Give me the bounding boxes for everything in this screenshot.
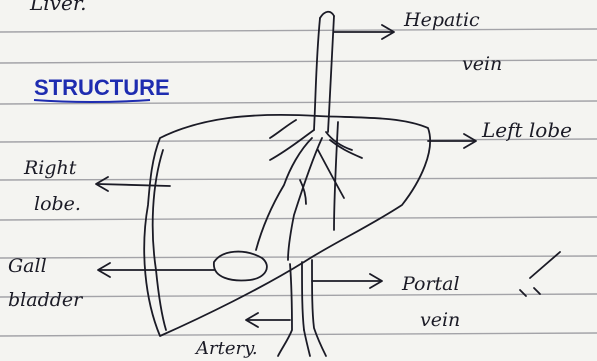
heading-partial: Liver. <box>29 0 87 15</box>
label-artery: Artery. <box>194 338 258 359</box>
label-right-lobe-line1: Right <box>23 157 77 179</box>
label-left-lobe: Left lobe <box>481 118 572 142</box>
label-hepatic-vein-line2: vein <box>462 53 502 75</box>
label-portal-vein-line2: vein <box>420 309 460 331</box>
label-gall-bladder-line2: bladder <box>8 289 84 311</box>
label-gall-bladder-line1: Gall <box>8 255 47 277</box>
section-title: STRUCTURE <box>34 75 170 100</box>
label-portal-vein-line1: Portal <box>401 273 460 295</box>
label-hepatic-vein-line1: Hepatic <box>403 9 480 31</box>
label-right-lobe-line2: lobe. <box>34 193 81 215</box>
